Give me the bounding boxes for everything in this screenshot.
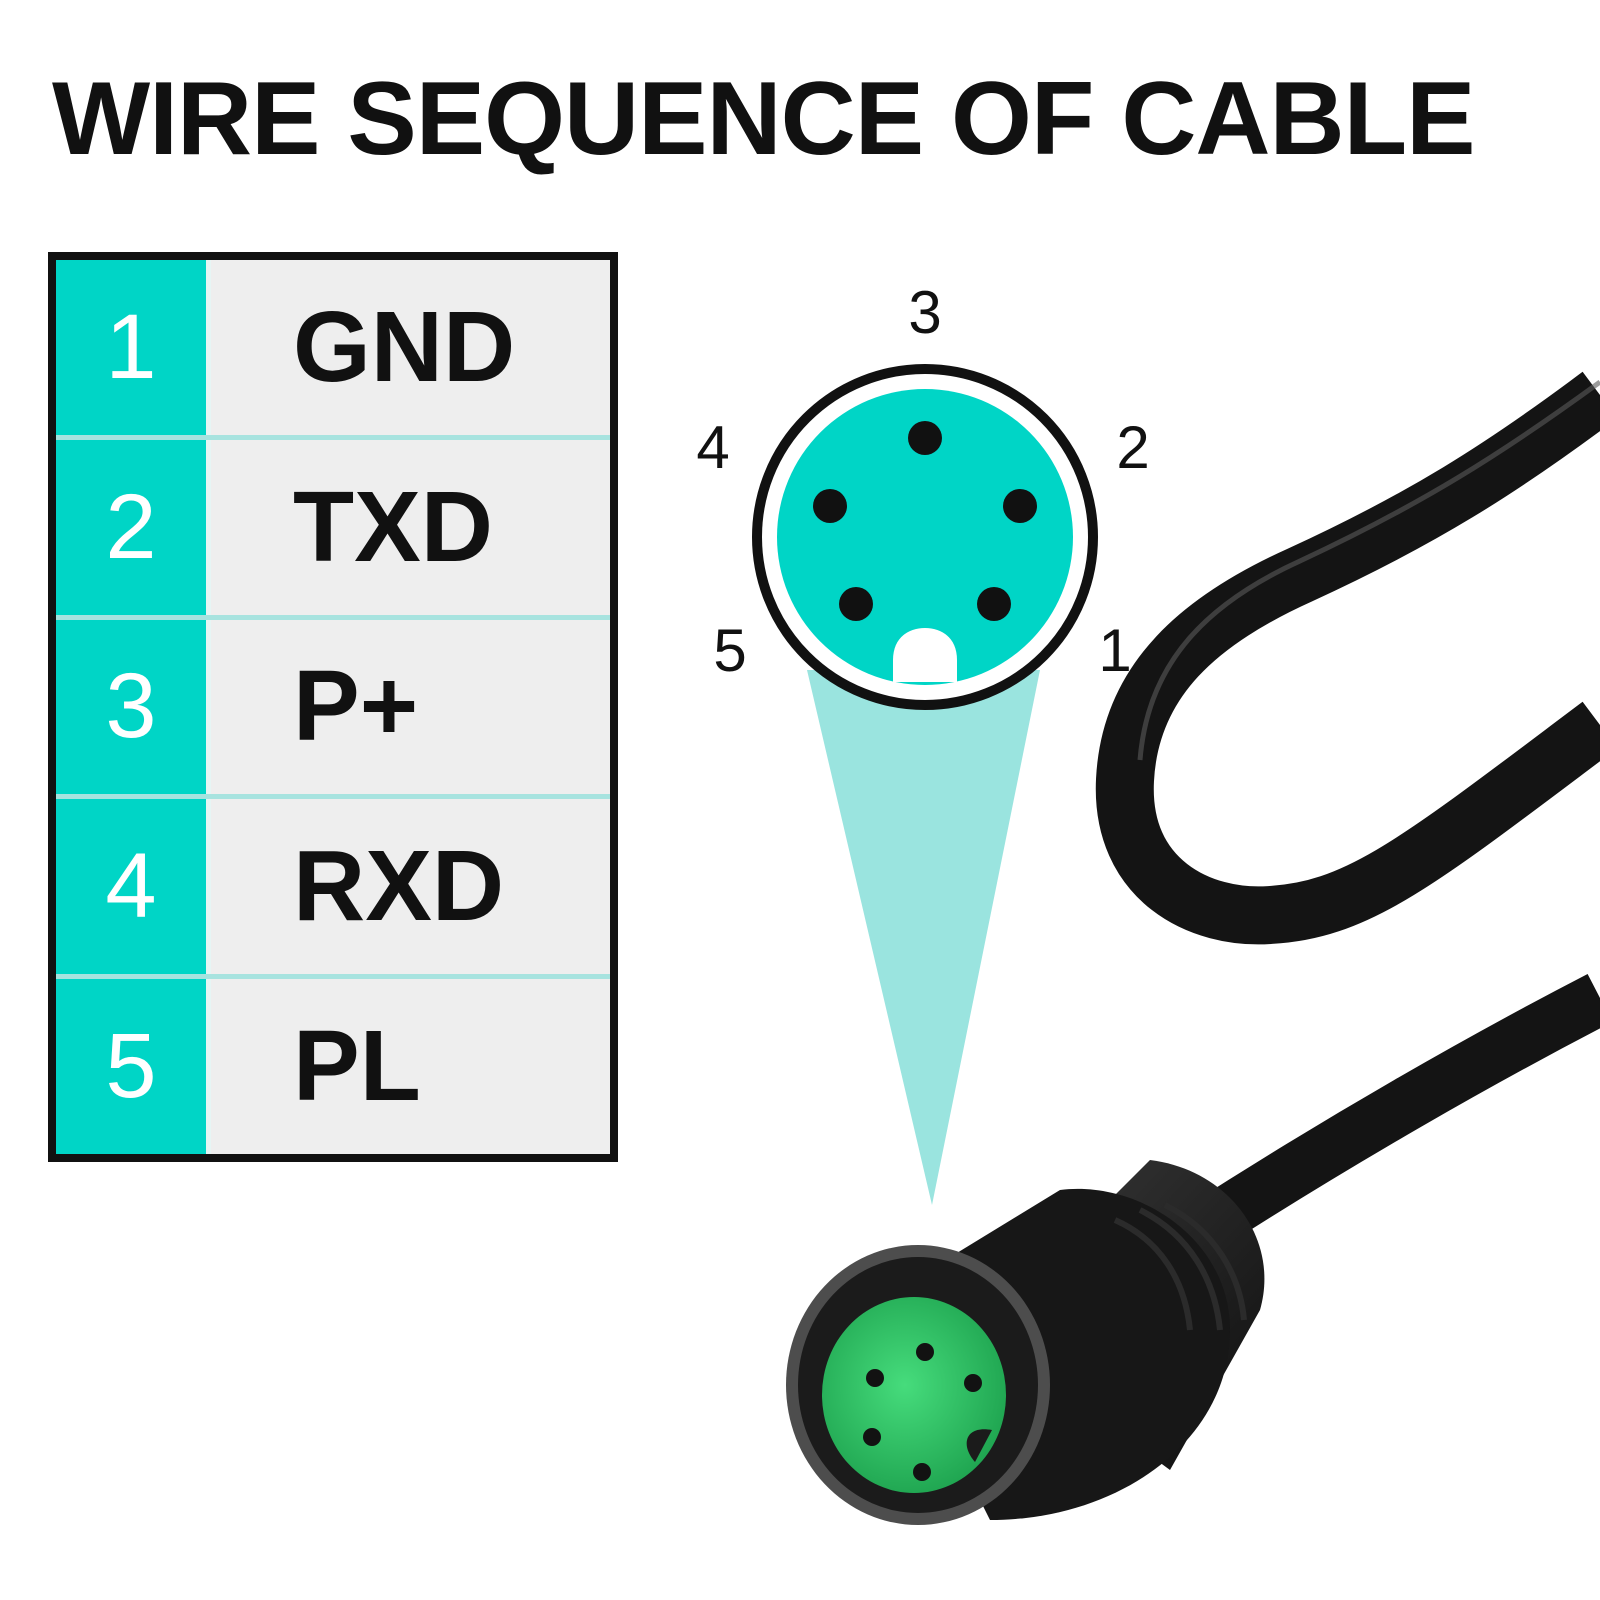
pin-label-1: 1 xyxy=(1098,617,1131,684)
page-title: WIRE SEQUENCE OF CABLE xyxy=(52,61,1476,177)
cable-loop-highlight xyxy=(1137,379,1600,761)
pin-label-2: 2 xyxy=(1116,414,1149,481)
cable-loop xyxy=(1095,371,1600,945)
pin-hole-4 xyxy=(813,489,847,523)
pin-number: 5 xyxy=(52,976,211,1158)
cable-lower xyxy=(1185,974,1600,1253)
pin-label-5: 5 xyxy=(713,617,746,684)
pin-number: 3 xyxy=(52,617,211,800)
table-row: 5 PL xyxy=(52,976,614,1158)
pin-signal: RXD xyxy=(208,796,614,979)
pin-signal: GND xyxy=(208,256,614,441)
table-row: 3 P+ xyxy=(52,617,614,800)
pin-number: 2 xyxy=(52,437,211,620)
pin-signal: PL xyxy=(208,976,614,1158)
pin-hole-1 xyxy=(977,587,1011,621)
pin-table: 1 GND 2 TXD 3 P+ 4 RXD 5 PL xyxy=(48,252,618,1162)
pin-number: 4 xyxy=(52,796,211,979)
pin-label-4: 4 xyxy=(696,414,729,481)
pin-signal: TXD xyxy=(208,437,614,620)
table-row: 1 GND xyxy=(52,256,614,441)
pin-hole-5 xyxy=(839,587,873,621)
table-row: 4 RXD xyxy=(52,796,614,979)
table-row: 2 TXD xyxy=(52,437,614,620)
projection-beam xyxy=(807,670,1040,1205)
pinout-circle xyxy=(752,364,1098,710)
pin-signal: P+ xyxy=(208,617,614,800)
pin-label-3: 3 xyxy=(908,279,941,346)
connector-plug xyxy=(786,1160,1265,1525)
pin-number: 1 xyxy=(52,256,211,441)
pin-hole-2 xyxy=(1003,489,1037,523)
pin-hole-3 xyxy=(908,421,942,455)
